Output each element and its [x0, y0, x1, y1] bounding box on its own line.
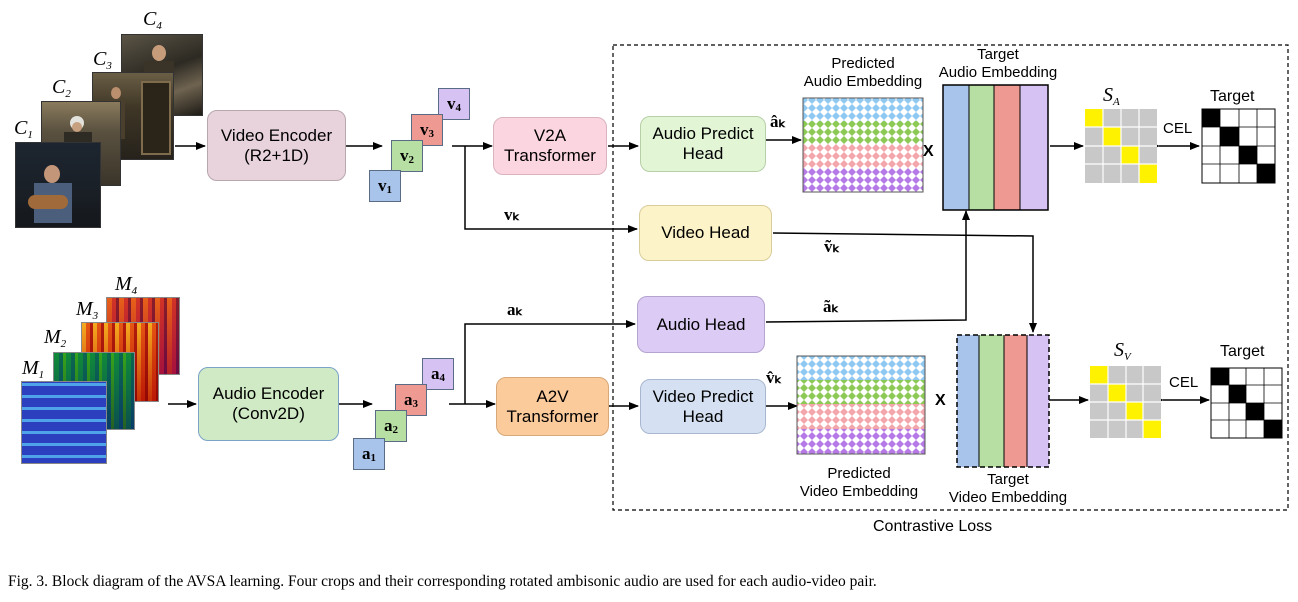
sa-label: SA: [1103, 84, 1120, 108]
audio-encoder-line2: (Conv2D): [232, 404, 305, 423]
frame-label-c2: C2: [52, 76, 71, 100]
video-frame-c1: [15, 142, 101, 228]
symbol-v-tilde-k: ṽₖ: [824, 237, 840, 256]
video-encoder-line2: (R2+1D): [244, 145, 309, 165]
video-head-label: Video Head: [661, 223, 750, 242]
v2a-line2: Transformer: [504, 146, 596, 165]
video-predict-line2: Head: [682, 406, 724, 426]
symbol-v-k: vₖ: [504, 205, 520, 224]
arrow-audio-head-to-target-audio: [765, 210, 970, 323]
audio-head-box: Audio Head: [637, 296, 765, 353]
multiply-bottom: X: [935, 392, 946, 409]
a2v-line1: A2V: [536, 386, 569, 406]
predicted-audio-embedding: [802, 97, 924, 193]
target-matrix-audio: [1201, 108, 1276, 184]
a2v-line2: Transformer: [506, 406, 599, 426]
v2a-line1: V2A: [533, 126, 567, 145]
audio-encoder-line1: Audio Encoder: [212, 384, 325, 403]
cel-bottom: CEL: [1169, 374, 1199, 391]
video-predict-head-box: Video Predict Head: [640, 379, 766, 434]
audio-head-label: Audio Head: [656, 314, 746, 334]
target-video-embedding: [956, 334, 1050, 468]
frame-label-c1: C1: [14, 117, 33, 141]
video-encoder-box: Video Encoder (R2+1D): [207, 110, 346, 181]
predicted-video-embedding: [796, 355, 926, 455]
a2v-transformer-box: A2V Transformer: [496, 377, 609, 436]
arrow-video-head-to-target-video: [772, 232, 1037, 333]
spec-label-m1: M1: [22, 357, 45, 381]
cel-top: CEL: [1163, 120, 1193, 137]
target-bottom: Target: [1220, 343, 1265, 360]
audio-predict-line2: Head: [682, 144, 724, 163]
spec-label-m4: M4: [115, 273, 138, 297]
spec-label-m3: M3: [76, 298, 99, 322]
arrow-vtokens-to-video-head: [464, 146, 638, 233]
video-predict-line1: Video Predict: [652, 386, 754, 406]
arrow-atokens-to-audio-head: [464, 320, 636, 404]
spectrogram-m1: [21, 381, 107, 464]
spec-label-m2: M2: [44, 326, 67, 350]
frame-label-c4: C4: [143, 8, 162, 32]
multiply-top: X: [923, 143, 934, 160]
video-encoder-line1: Video Encoder: [220, 125, 333, 145]
audio-encoder-box: Audio Encoder (Conv2D): [198, 367, 339, 441]
figure-caption: Fig. 3. Block diagram of the AVSA learni…: [8, 573, 877, 590]
audio-predict-line1: Audio Predict: [652, 124, 754, 143]
symbol-a-hat-k: âₖ: [770, 112, 786, 131]
target-top: Target: [1210, 88, 1255, 105]
similarity-matrix-video: [1090, 366, 1161, 438]
target-matrix-video: [1210, 367, 1283, 439]
symbol-a-k: aₖ: [507, 300, 523, 319]
video-head-box: Video Head: [639, 205, 772, 261]
target-audio-embedding: [942, 84, 1049, 211]
contrastive-loss-label: Contrastive Loss: [873, 518, 993, 535]
symbol-v-hat-k: v̂ₖ: [766, 368, 782, 387]
similarity-matrix-audio: [1085, 109, 1157, 183]
audio-predict-head-box: Audio Predict Head: [640, 116, 766, 172]
symbol-a-tilde-k: ãₖ: [823, 297, 839, 316]
contrastive-loss-region: [612, 44, 1289, 511]
sv-label: SV: [1114, 339, 1131, 363]
frame-label-c3: C3: [93, 48, 112, 72]
v2a-transformer-box: V2A Transformer: [493, 117, 607, 175]
